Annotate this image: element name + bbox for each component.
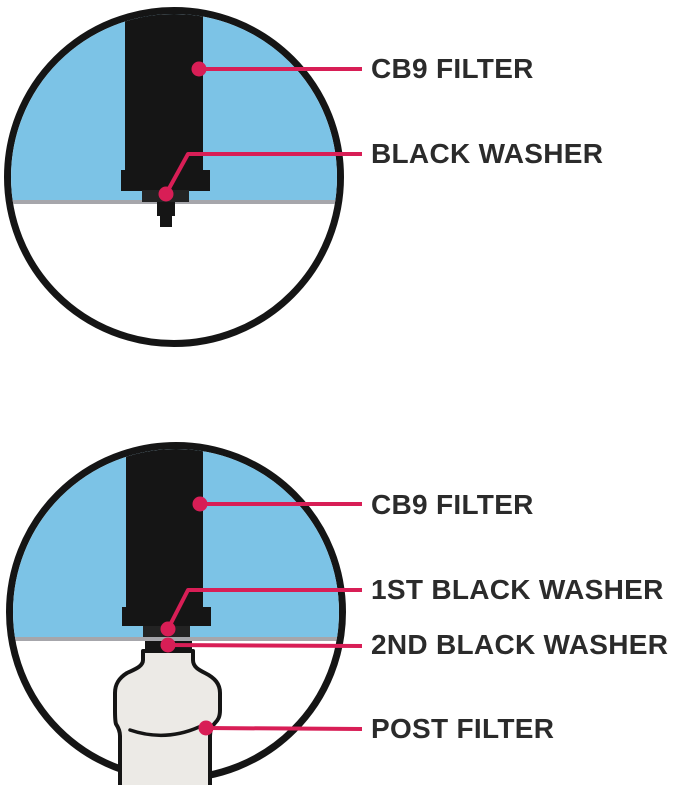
post-filter-body [113, 649, 222, 785]
label-first-black-washer: 1ST BLACK WASHER [371, 574, 664, 605]
label-bottom-cb9-filter: CB9 FILTER [371, 489, 534, 520]
cb9-filter-base-flange [121, 170, 210, 191]
filter-stem-tip [160, 216, 172, 227]
first-black-washer [143, 626, 190, 637]
top-diagram-circle [4, 7, 344, 347]
label-top-cb9-filter: CB9 FILTER [371, 53, 534, 84]
post-filter-ridge-line [128, 725, 201, 738]
label-second-black-washer: 2ND BLACK WASHER [371, 629, 669, 660]
filter-stem [157, 202, 175, 216]
post-filter-bottle [113, 649, 222, 785]
cb9-filter-body [126, 449, 203, 607]
black-washer [142, 190, 189, 202]
label-post-filter: POST FILTER [371, 713, 555, 744]
cb9-filter-base-flange [122, 607, 211, 626]
cb9-filter-body [125, 14, 203, 170]
chamber-shelf-line [13, 637, 339, 641]
label-black-washer: BLACK WASHER [371, 138, 604, 169]
